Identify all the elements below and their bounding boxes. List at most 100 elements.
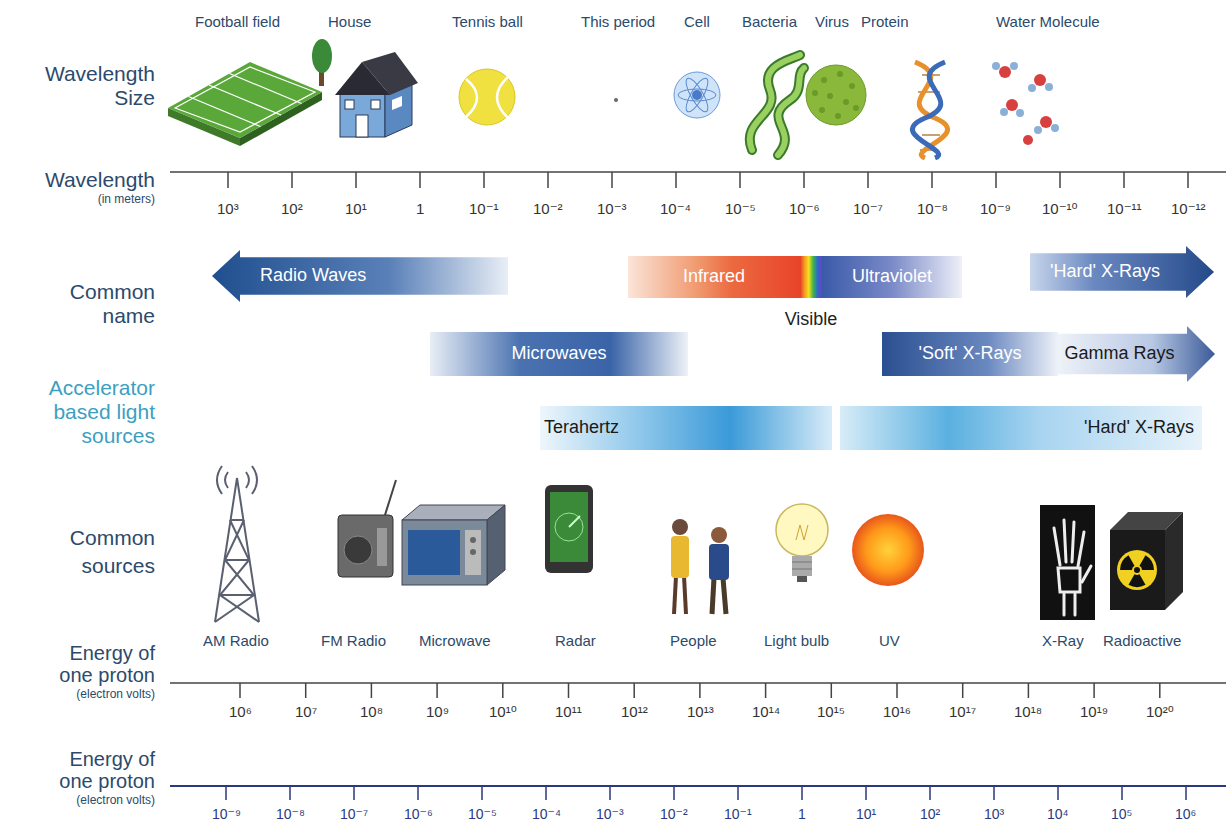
light-bulb-icon: [792, 569, 812, 570]
wavelength-tick-label: 10⁻⁷: [853, 200, 883, 217]
am-radio-tower: [225, 472, 228, 488]
wavelength-tick-label: 10⁻⁹: [980, 200, 1011, 217]
water-molecule-icon: [992, 62, 1000, 70]
row-heading: (in meters): [5, 193, 155, 207]
radioactive-box-icon: [1110, 530, 1165, 610]
energy-tick-label: 10⁶: [229, 703, 252, 720]
x-ray-film-icon: [1063, 594, 1066, 615]
water-molecule-icon: [999, 66, 1011, 78]
tennis-ball-icon: [459, 69, 515, 125]
axis-ticks: [353, 786, 355, 800]
wavelength-tick-label: 10⁻⁸: [917, 200, 948, 217]
x-ray-film-icon: [1082, 566, 1091, 582]
band-name: 'Hard' X-Rays: [1084, 418, 1194, 438]
wavelength-tick-label: 10³: [217, 200, 239, 217]
axis-lines: [170, 785, 1226, 787]
people-icon: [674, 576, 676, 614]
axis-ticks: [1185, 786, 1187, 800]
source-label: Radar: [555, 632, 596, 649]
people-icon: [711, 527, 727, 543]
energy-tick-label: 10⁵: [1111, 806, 1132, 822]
virus-icon: [819, 107, 825, 113]
wavelength-tick-label: 10⁻²: [533, 200, 563, 217]
wavelength-tick-label: 10²: [281, 200, 303, 217]
size-example-label: Tennis ball: [452, 13, 523, 30]
am-radio-tower: [215, 478, 237, 622]
axis-ticks: [1028, 683, 1030, 698]
band-name: Infrared: [683, 267, 745, 287]
energy-tick-label: 10⁻⁴: [532, 806, 561, 822]
bacteria-icon: [778, 68, 804, 155]
size-example-label: Water Molecule: [996, 13, 1100, 30]
football-field-icon: [175, 67, 315, 132]
band-fill: [540, 406, 832, 450]
band-fill: [1058, 326, 1215, 382]
energy-tick-label: 10³: [984, 806, 1004, 822]
radioactive-box-icon: [1117, 550, 1157, 590]
axis-ticks: [371, 683, 373, 698]
light-bulb-icon: [792, 556, 812, 576]
axis-ticks: [1159, 683, 1161, 698]
energy-tick-label: 10¹⁰: [489, 703, 517, 720]
radar-screen-icon: [550, 492, 588, 562]
fm-radio-icon: [338, 480, 396, 577]
water-molecule-icon: [1034, 126, 1042, 134]
tennis-ball-icon: [459, 69, 515, 125]
band-fill: [822, 256, 962, 298]
people-icon: [671, 519, 729, 614]
bacteria-icon: [750, 55, 804, 155]
radar-screen-icon: [545, 485, 593, 573]
x-ray-film-icon: [1074, 594, 1077, 615]
virus-icon: [827, 93, 833, 99]
cell-icon: [674, 72, 720, 118]
bacteria-icon: [778, 68, 804, 155]
axis-ticks: [355, 172, 357, 188]
spectrum-band: Microwaves: [430, 332, 688, 376]
axis-ticks: [831, 683, 833, 698]
spectrum-band: Infrared: [628, 256, 800, 298]
virus-icon: [853, 105, 859, 111]
band-fill: [212, 250, 508, 302]
water-molecule-icon: [1034, 74, 1046, 86]
cell-icon: [682, 76, 711, 115]
protein-icon: [912, 62, 947, 158]
am-radio-tower: [220, 594, 254, 596]
wavelength-tick-label: 10⁻¹⁰: [1042, 200, 1078, 217]
x-ray-film-icon: [1040, 505, 1095, 620]
axis-ticks: [675, 172, 677, 188]
water-molecule-icon: [1006, 99, 1018, 111]
x-ray-film-icon: [1040, 505, 1095, 620]
microwave-oven-icon: [402, 505, 505, 585]
protein-icon: [922, 134, 940, 136]
microwave-oven-icon: [408, 530, 460, 575]
axis-ticks: [547, 172, 549, 188]
virus-icon: [806, 65, 866, 125]
source-label: Radioactive: [1103, 632, 1181, 649]
people-icon: [712, 578, 714, 614]
spectrum-band: Ultraviolet: [822, 256, 962, 298]
row-heading: Wavelength Size: [35, 62, 155, 110]
energy-tick-label: 10²⁰: [1146, 703, 1174, 720]
virus-icon: [821, 77, 827, 83]
axis-ticks: [1187, 172, 1189, 188]
sun-icon: [852, 514, 924, 586]
axis-ticks: [568, 683, 570, 698]
axis-ticks: [1059, 172, 1061, 188]
wavelength-tick-label: 10¹: [345, 200, 367, 217]
source-label: Light bulb: [764, 632, 829, 649]
energy-tick-label: 10⁻⁵: [468, 806, 497, 822]
radar-screen-icon: [569, 516, 580, 527]
radioactive-box-icon: [1110, 512, 1183, 610]
energy-tick-label: 10⁶: [1175, 806, 1196, 822]
size-example-label: This period: [581, 13, 655, 30]
fm-radio-icon: [344, 536, 372, 564]
row-heading: Energy of one proton: [40, 748, 155, 792]
axis-ticks: [1093, 683, 1095, 698]
cell-icon: [692, 90, 702, 100]
radioactive-box-icon: [1129, 574, 1146, 587]
axis-ticks: [239, 683, 241, 698]
band-name: 'Hard' X-Rays: [1050, 262, 1160, 282]
energy-tick-label: 1: [798, 806, 806, 822]
water-molecule-icon: [1028, 84, 1036, 92]
band-name: Ultraviolet: [852, 267, 932, 287]
